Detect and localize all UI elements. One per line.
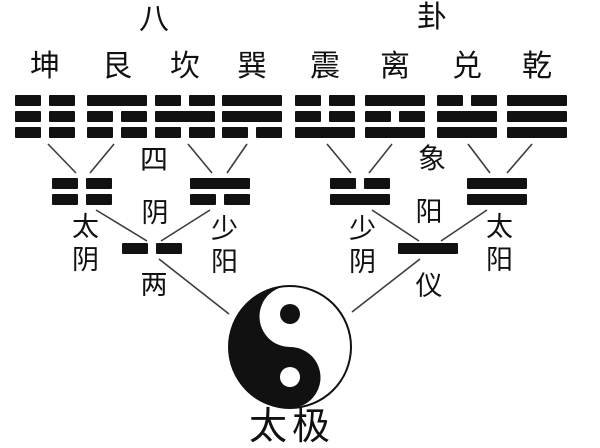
- trigram-kan-symbol: [155, 95, 215, 138]
- trigram-name-dui: 兑: [452, 50, 482, 83]
- trigram-gen-symbol: [87, 95, 147, 138]
- digram-taiyang-symbol: [467, 178, 527, 205]
- trigram-name-qian: 乾: [522, 50, 552, 83]
- digram-label-shaoyang: 少阳: [207, 214, 237, 280]
- level-char-si: 四: [139, 144, 168, 175]
- digram-label-taiyin: 太阴: [68, 212, 98, 278]
- connector-line: [187, 143, 213, 174]
- connector-line: [467, 143, 491, 174]
- monogram-label-yin: 阴: [141, 198, 169, 228]
- connector-line: [47, 143, 77, 174]
- connector-line: [160, 209, 211, 242]
- connector-line: [506, 143, 533, 174]
- trigram-xun-symbol: [222, 95, 282, 138]
- connector-line: [371, 209, 420, 242]
- title-char-gua: 卦: [417, 1, 447, 34]
- taiji-yinyang-symbol: [228, 285, 352, 409]
- digram-shaoyin-symbol: [330, 178, 390, 205]
- trigram-qian-symbol: [507, 95, 567, 138]
- trigram-name-zhen: 震: [310, 50, 340, 83]
- digram-taiyin-symbol: [52, 178, 112, 205]
- digram-label-shaoyin: 少阴: [345, 214, 375, 280]
- digram-shaoyang-symbol: [190, 178, 250, 205]
- level-char-liang: 两: [140, 270, 168, 300]
- connector-line: [351, 258, 421, 313]
- connector-line: [89, 143, 115, 174]
- connector-line: [368, 143, 393, 174]
- trigram-name-li: 离: [380, 50, 410, 83]
- trigram-kun-symbol: [15, 95, 75, 138]
- connector-line: [440, 209, 488, 242]
- connector-line: [226, 143, 248, 174]
- digram-label-taiyang: 太阳: [482, 212, 512, 278]
- monogram-label-yang: 阳: [415, 197, 443, 227]
- connector-line: [158, 258, 230, 315]
- taiji-white-dot: [280, 367, 300, 387]
- trigram-name-xun: 巽: [237, 50, 267, 83]
- trigram-dui-symbol: [437, 95, 497, 138]
- connector-line: [95, 209, 148, 242]
- level-char-yi: 仪: [415, 271, 443, 301]
- monogram-yang-symbol: [398, 243, 458, 254]
- connector-line: [326, 143, 352, 174]
- title-char-ba: 八: [139, 3, 169, 36]
- trigram-li-symbol: [365, 95, 425, 138]
- level-char-xiang: 象: [417, 143, 446, 174]
- trigram-name-gen: 艮: [102, 50, 132, 83]
- taiji-label: 太极: [248, 406, 335, 448]
- trigram-name-kun: 坤: [30, 50, 60, 83]
- trigram-name-kan: 坎: [170, 50, 200, 83]
- monogram-yin-symbol: [122, 243, 182, 254]
- taiji-black-dot: [280, 304, 300, 324]
- trigram-zhen-symbol: [295, 95, 355, 138]
